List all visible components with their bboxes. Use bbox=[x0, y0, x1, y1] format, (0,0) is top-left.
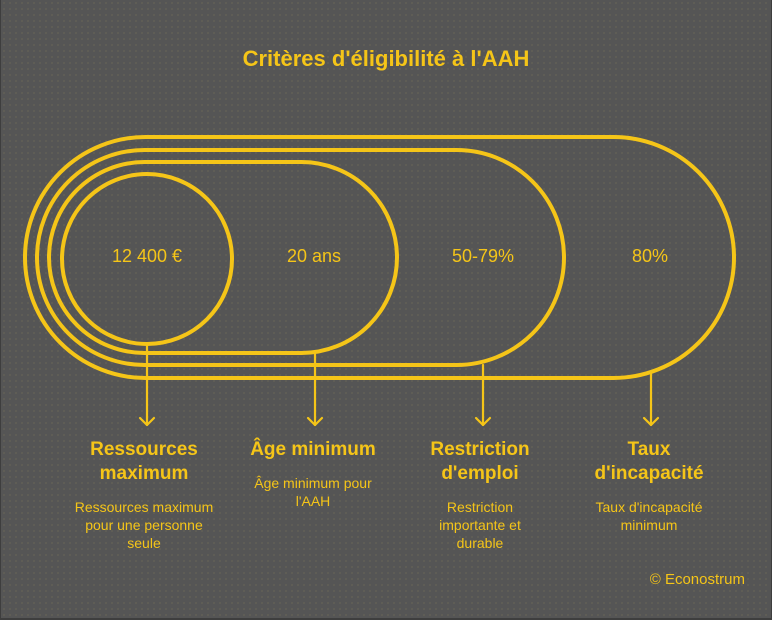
value-restriction: 50-79% bbox=[451, 246, 515, 266]
value-taux: 80% bbox=[631, 246, 669, 266]
criterion-age: Âge minimum Âge minimum pour l'AAH bbox=[238, 438, 388, 510]
criterion-heading: Âge minimum bbox=[250, 439, 376, 460]
diagram-title: Critères d'éligibilité à l'AAH bbox=[242, 46, 530, 71]
value-age: 20 ans bbox=[286, 246, 342, 266]
criterion-description: Ressources maximum pour une personne seu… bbox=[74, 499, 214, 551]
criterion-heading: Ressources maximum bbox=[90, 439, 198, 484]
arrow-down-icon bbox=[474, 363, 492, 427]
criterion-heading: Restriction d'emploi bbox=[430, 439, 530, 484]
criterion-ressources: Ressources maximum Ressources maximum po… bbox=[74, 438, 214, 552]
criterion-description: Restriction importante et durable bbox=[439, 499, 521, 551]
arrow-down-icon bbox=[138, 342, 156, 427]
oval-age-minimum bbox=[47, 160, 399, 355]
criterion-taux: Taux d'incapacité Taux d'incapacité mini… bbox=[584, 438, 714, 534]
arrow-down-icon bbox=[642, 371, 660, 427]
criterion-description: Taux d'incapacité minimum bbox=[595, 499, 703, 533]
oval-restriction-emploi bbox=[35, 148, 566, 367]
arrow-down-icon bbox=[306, 351, 324, 427]
oval-taux-incapacite bbox=[23, 135, 736, 380]
criterion-restriction: Restriction d'emploi Restriction importa… bbox=[420, 438, 540, 552]
copyright-credit: © Econostrum bbox=[649, 571, 745, 588]
criterion-heading: Taux d'incapacité bbox=[594, 439, 704, 484]
criterion-description: Âge minimum pour l'AAH bbox=[254, 475, 372, 509]
value-ressources: 12 400 € bbox=[111, 246, 183, 266]
